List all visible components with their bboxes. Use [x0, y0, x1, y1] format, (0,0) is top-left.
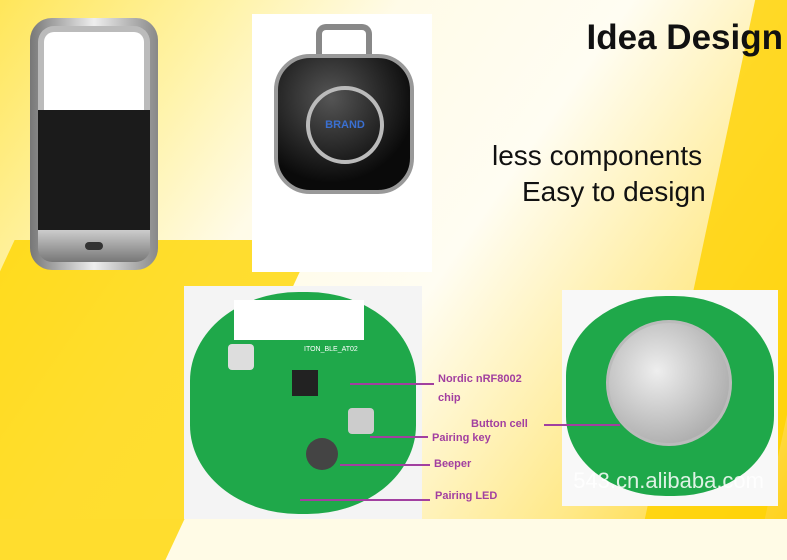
bullet-less-components: less components [492, 140, 703, 171]
label-pairing-key: Pairing key [432, 432, 491, 444]
label-button-cell: Button cell [471, 418, 528, 430]
pcb-silkscreen: ITON_BLE_AT02 [304, 346, 358, 353]
button-cell-battery [606, 320, 732, 446]
label-chip: Nordic nRF8002 [438, 373, 522, 385]
watermark: 543.cn.alibaba.com [573, 468, 764, 493]
label-chip-2: chip [438, 392, 461, 404]
device-render-phone-style [30, 18, 158, 270]
device-render-tag: BRAND [252, 14, 432, 272]
slide-title: Idea Design [586, 18, 783, 57]
label-pairing-led: Pairing LED [435, 490, 498, 502]
pcb-front-photo: ITON_BLE_AT02 [184, 286, 422, 519]
label-beeper: Beeper [434, 458, 472, 470]
pcb-back-photo: 543.cn.alibaba.com [562, 290, 778, 506]
bullet-easy-to-design: Easy to design [522, 176, 706, 207]
brand-logo: BRAND [306, 86, 384, 164]
